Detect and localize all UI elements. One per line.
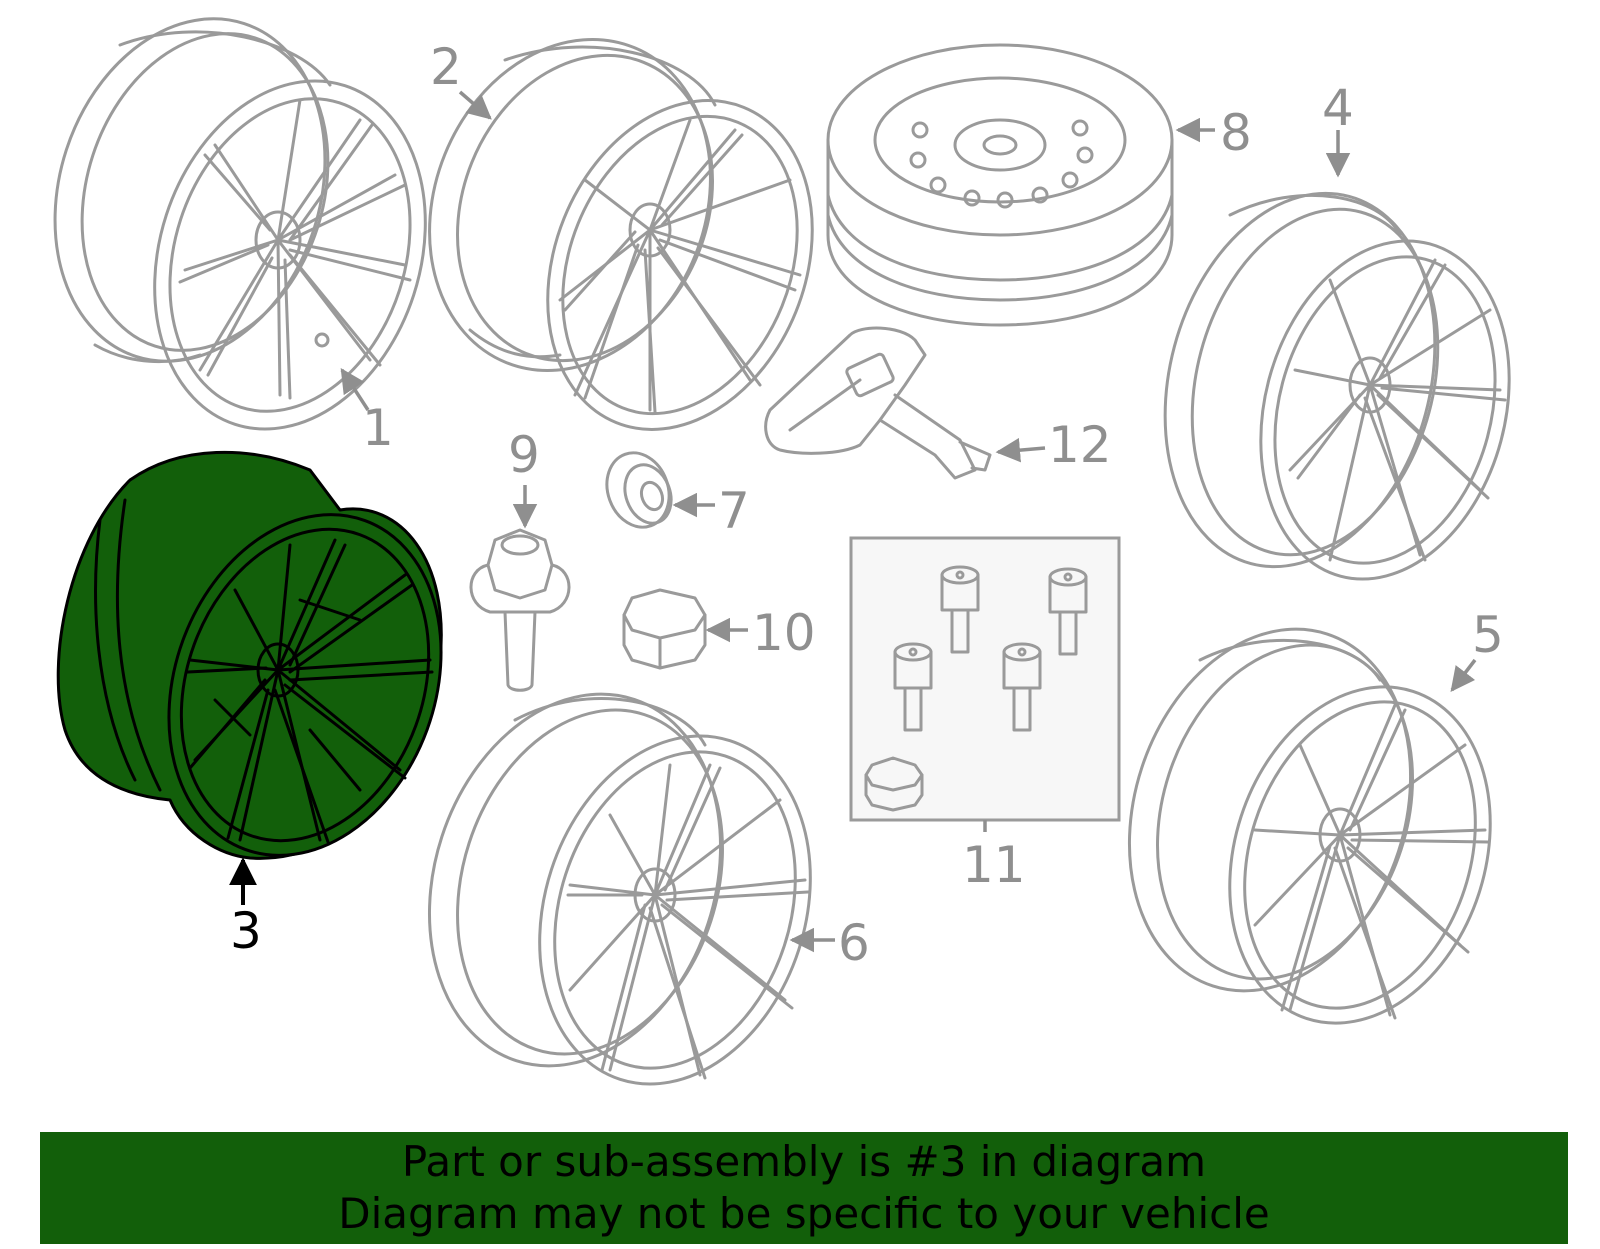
lock-bolt-2 [1048,567,1088,656]
svg-text:3: 3 [230,902,262,960]
lock-kit-part-11[interactable] [849,536,1121,822]
svg-text:6: 6 [838,914,870,972]
svg-text:1: 1 [362,399,394,457]
callout-7: 7 [672,482,750,540]
callout-11: 11 [962,820,1026,894]
lock-bolt-4 [1002,642,1042,732]
callout-6: 6 [789,914,870,972]
info-banner-background [40,1132,1568,1244]
callout-1: 1 [340,367,394,457]
wheel-part-1[interactable] [12,0,468,464]
lug-nut-part-9[interactable] [469,528,571,692]
wheel-part-4[interactable] [1125,163,1545,607]
callout-8: 8 [1175,104,1252,162]
callout-5: 5 [1450,606,1504,692]
callout-10: 10 [705,604,816,662]
callout-4: 4 [1322,79,1354,178]
svg-text:8: 8 [1220,104,1252,162]
callout-3: 3 [229,857,262,960]
svg-text:7: 7 [718,482,750,540]
svg-text:2: 2 [430,38,462,96]
nut-cover-part-10[interactable] [622,588,707,670]
svg-text:10: 10 [752,604,816,662]
banner-line-part: Part or sub-assembly is #3 in diagram [401,1137,1207,1186]
callout-12: 12 [995,416,1112,474]
banner-line-disclaimer: Diagram may not be specific to your vehi… [338,1189,1270,1238]
lock-bolt-3 [893,642,933,732]
lock-bolt-1 [940,565,980,654]
tpms-sensor-part-12[interactable] [764,326,992,480]
wheel-part-5[interactable] [1084,592,1532,1057]
svg-text:11: 11 [962,836,1026,894]
svg-text:5: 5 [1472,606,1504,664]
callout-9: 9 [508,426,540,529]
svg-text:9: 9 [508,426,540,484]
lock-key-nut [864,756,924,812]
info-banner: Part or sub-assembly is #3 in diagram Di… [40,1132,1568,1244]
wheel-part-2[interactable] [381,0,859,469]
spare-tire-part-8[interactable] [826,43,1174,327]
callout-2: 2 [430,38,492,120]
svg-text:12: 12 [1048,416,1112,474]
wheel-part-3-highlighted[interactable] [56,450,487,894]
cap-part-7[interactable] [597,444,679,536]
wheel-part-6[interactable] [383,656,854,1119]
svg-text:4: 4 [1322,79,1354,137]
